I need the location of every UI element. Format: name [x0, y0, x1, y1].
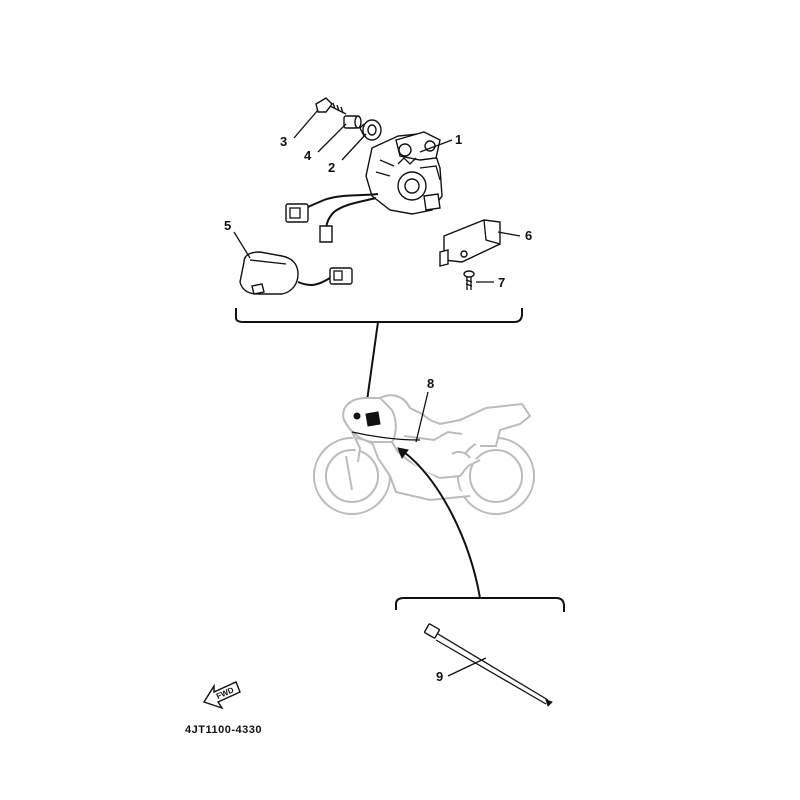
servo-wire-harness	[285, 193, 379, 243]
grommet	[359, 119, 382, 141]
callout-8: 8	[427, 376, 434, 391]
leader-8	[415, 391, 429, 443]
servo-motor	[365, 131, 443, 215]
collar	[343, 115, 362, 129]
upper-pointer-line	[365, 321, 379, 409]
servo-motor-assembly: 1 2 3 4	[280, 97, 462, 243]
lower-group-bracket	[395, 597, 565, 612]
callout-6: 6	[525, 228, 532, 243]
callout-4: 4	[304, 148, 312, 163]
leader-9	[447, 657, 487, 677]
callout-5: 5	[224, 218, 231, 233]
fwd-arrow-icon: FWD	[202, 681, 241, 710]
callout-1: 1	[455, 132, 462, 147]
upper-group-bracket	[235, 308, 523, 323]
cable-tie	[423, 623, 553, 707]
bolt-servo	[315, 97, 347, 115]
callout-2: 2	[328, 160, 335, 175]
callout-7: 7	[498, 275, 505, 290]
diagram-code: 4JT1100-4330	[185, 724, 262, 736]
capacitor-assembly: 5	[224, 218, 353, 295]
motorcycle-silhouette	[313, 394, 535, 515]
callout-3: 3	[280, 134, 287, 149]
callout-9: 9	[436, 669, 443, 684]
relay-unit-assembly: 6 7	[439, 219, 532, 290]
lower-pointer-line	[403, 451, 481, 599]
screw	[463, 270, 475, 290]
